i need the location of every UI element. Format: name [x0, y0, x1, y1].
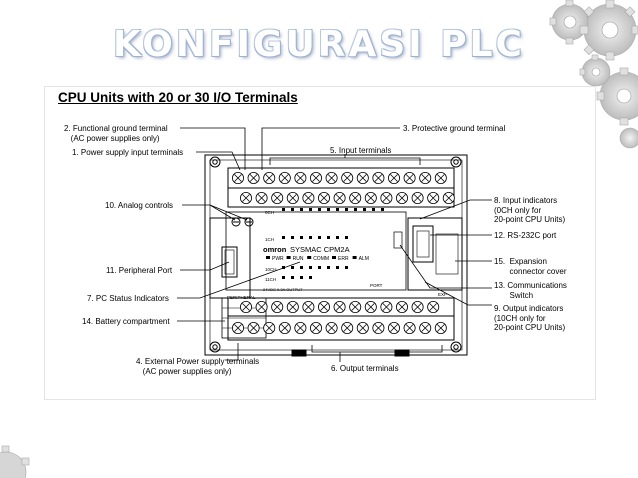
label-output-terminals: 6. Output terminals — [331, 364, 399, 373]
indicator-led — [336, 208, 339, 211]
indicator-led — [282, 266, 285, 269]
output-screws — [231, 300, 447, 334]
brand-logo: omron — [263, 245, 287, 254]
indicator-led — [327, 236, 330, 239]
status-indicators: PWR RUN COMM ERR ALM — [266, 256, 369, 262]
status-led — [352, 256, 357, 259]
gear-corner-icon — [0, 445, 30, 478]
indicator-led — [318, 236, 321, 239]
indicator-led — [327, 208, 330, 211]
slide-title: KONFIGURASI PLC — [113, 24, 525, 65]
page-number: 39 — [589, 461, 600, 471]
indicator-led — [372, 208, 375, 211]
label-battery: 14. Battery compartment — [82, 317, 170, 326]
label-analog-controls: 10. Analog controls — [105, 201, 174, 210]
status-label: ALM — [359, 256, 369, 262]
indicator-led — [291, 236, 294, 239]
model-name: SYSMAC CPM2A — [290, 245, 350, 254]
label-output-indicators: 9. Output indicators (10CH only for 20-p… — [494, 304, 566, 332]
label-input-terminals: 5. Input terminals — [330, 146, 392, 155]
rs232c-port — [412, 225, 434, 263]
label-peripheral-port: 11. Peripheral Port — [106, 266, 173, 275]
indicator-led — [300, 266, 303, 269]
indicator-led — [345, 236, 348, 239]
status-label: RUN — [293, 256, 304, 262]
indicator-led — [381, 208, 384, 211]
label-protective-ground: 3. Protective ground terminal — [403, 124, 506, 133]
dc-label: 24VDC 0.3A OUTPUT — [263, 287, 303, 292]
label-comm-switch: 13. Communications Switch — [494, 281, 567, 300]
label-status-indicators: 7. PC Status Indicators — [87, 294, 169, 303]
indicator-led — [354, 208, 357, 211]
indicator-led — [282, 208, 285, 211]
gears-decoration-icon — [549, 0, 638, 149]
status-label: ERR — [338, 256, 349, 262]
status-label: COMM — [313, 256, 329, 262]
label-power-input: 1. Power supply input terminals — [72, 148, 184, 157]
exp-label: EXP — [438, 292, 447, 297]
indicator-led — [300, 276, 303, 279]
figure-heading: CPU Units with 20 or 30 I/O Terminals — [58, 90, 298, 105]
status-led — [307, 256, 312, 259]
plc-body — [204, 154, 468, 356]
indicator-leds — [282, 208, 384, 279]
label-ext-power: 4. External Power supply terminals (AC p… — [136, 357, 260, 376]
indicator-led — [318, 208, 321, 211]
port-label: PORT — [370, 283, 383, 288]
indicator-led — [291, 276, 294, 279]
ch-out2-label: 11CH — [265, 277, 276, 282]
peripheral-port — [221, 246, 238, 278]
status-led — [332, 256, 336, 259]
label-input-indicators: 8. Input indicators (0CH only for 20-poi… — [494, 196, 566, 224]
input-screws — [231, 171, 455, 204]
ch-in2-label: 1CH — [265, 237, 274, 242]
indicator-led — [300, 208, 303, 211]
ch-out-label: 10CH — [265, 267, 277, 272]
figure-panel — [44, 86, 596, 400]
status-led — [266, 256, 270, 259]
ch-in-label: 0CH — [265, 210, 274, 215]
status-led — [286, 256, 291, 259]
indicator-led — [282, 236, 285, 239]
indicator-led — [309, 208, 312, 211]
indicator-led — [309, 276, 312, 279]
indicator-led — [318, 266, 321, 269]
label-rs232c: 12. RS-232C port — [494, 231, 557, 240]
leader-lines — [177, 127, 492, 362]
indicator-led — [327, 266, 330, 269]
indicator-led — [282, 276, 285, 279]
indicator-led — [309, 266, 312, 269]
indicator-led — [345, 266, 348, 269]
indicator-led — [291, 208, 294, 211]
indicator-led — [363, 208, 366, 211]
indicator-led — [336, 236, 339, 239]
status-label: PWR — [272, 256, 284, 262]
indicator-led — [345, 208, 348, 211]
peripheral-label: PERIPHERAL — [227, 295, 256, 300]
indicator-led — [300, 236, 303, 239]
indicator-led — [291, 266, 294, 269]
label-functional-ground: 2. Functional ground terminal (AC power … — [64, 124, 168, 143]
label-expansion: 15. Expansion connector cover — [494, 257, 567, 276]
indicator-led — [309, 236, 312, 239]
indicator-led — [336, 266, 339, 269]
